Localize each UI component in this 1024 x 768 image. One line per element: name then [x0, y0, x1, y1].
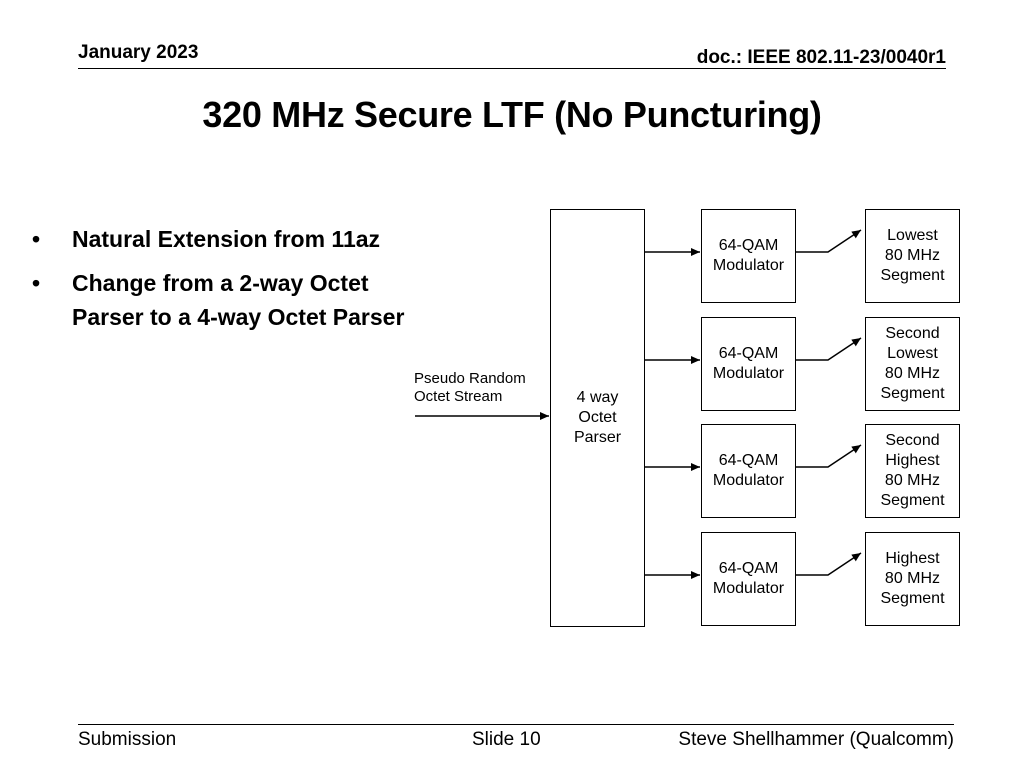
- segment-box: Lowest 80 MHz Segment: [865, 209, 960, 303]
- octet-parser-box: 4 way Octet Parser: [550, 209, 645, 627]
- bullet-item: • Change from a 2-way Octet Parser to a …: [30, 266, 412, 334]
- header-divider: [78, 68, 946, 69]
- bullet-text: Change from a 2-way Octet Parser to a 4-…: [72, 270, 405, 330]
- modulator-box: 64-QAM Modulator: [701, 317, 796, 411]
- footer-submission: Submission: [78, 729, 177, 750]
- footer-divider: [78, 724, 954, 725]
- footer-author: Steve Shellhammer (Qualcomm): [678, 729, 954, 750]
- bullet-marker: •: [32, 270, 41, 296]
- footer-slide-number: Slide 10: [472, 729, 541, 750]
- modulator-to-segment-arrow: [796, 552, 862, 576]
- header-doc-id: doc.: IEEE 802.11-23/0040r1: [696, 47, 946, 68]
- bullet-marker: •: [32, 226, 41, 252]
- modulator-to-segment-arrow: [796, 229, 862, 253]
- modulator-to-segment-arrow: [796, 444, 862, 468]
- bullet-item: • Natural Extension from 11az: [30, 222, 430, 256]
- header-date: January 2023: [78, 42, 199, 63]
- segment-box: Second Lowest 80 MHz Segment: [865, 317, 960, 411]
- modulator-to-segment-arrow: [796, 337, 862, 361]
- bullet-text: Natural Extension from 11az: [72, 226, 381, 252]
- modulator-box: 64-QAM Modulator: [701, 532, 796, 626]
- input-stream-label: Pseudo Random Octet Stream: [414, 370, 526, 405]
- modulator-box: 64-QAM Modulator: [701, 209, 796, 303]
- segment-box: Second Highest 80 MHz Segment: [865, 424, 960, 518]
- slide-title: 320 MHz Secure LTF (No Puncturing): [202, 94, 822, 135]
- bullet-list: • Natural Extension from 11az • Change f…: [30, 222, 430, 344]
- modulator-box: 64-QAM Modulator: [701, 424, 796, 518]
- segment-box: Highest 80 MHz Segment: [865, 532, 960, 626]
